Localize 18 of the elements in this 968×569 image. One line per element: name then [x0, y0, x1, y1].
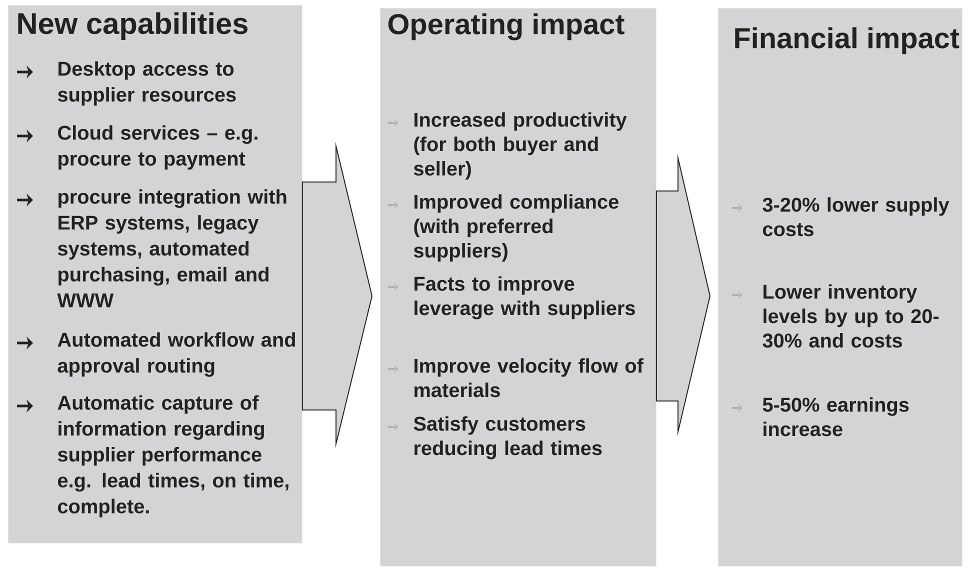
bullet-text: Improve velocity flow of materials [414, 358, 644, 398]
bullet-text: Increased productivity (for both buyer and seller) [414, 112, 627, 180]
block-arrow [656, 154, 711, 436]
panel-heading: Financial impact [735, 27, 960, 54]
bullet-text: 5-50% earnings increase [762, 397, 909, 436]
bullet-text: procure integration with ERP systems, legacy systems, automated purchasing, email and WWW [57, 189, 286, 308]
bullet-text: Satisfy customers reducing lead times [414, 416, 602, 460]
bullet-text: Desktop access to supplier resources [58, 61, 236, 106]
bullet-text: Automatic capture of information regarding supplier performance e.g. lead times, on time, complete. [58, 395, 288, 518]
bullet-text: Cloud services – e.g. procure to payment [58, 125, 258, 170]
bullet-text: Automated workflow and approval routing [58, 332, 295, 377]
panel-heading: New capabilities [18, 12, 248, 40]
block-arrow [302, 142, 373, 448]
panel-heading: Operating impact [388, 13, 624, 40]
bullet-text: Improved compliance (with preferred suppliers) [414, 194, 618, 262]
bullet-text: 3-20% lower supply costs [762, 197, 950, 236]
bullet-text: Lower inventory levels by up to 20-30% and costs [762, 284, 939, 348]
bullet-text: Facts to improve leverage with suppliers [414, 276, 635, 320]
